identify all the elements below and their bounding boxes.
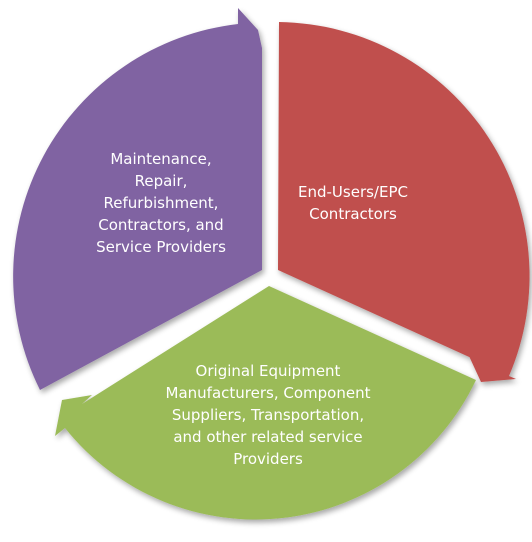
segment-label-maintenance: Maintenance, Repair, Refurbishment, Cont… (96, 150, 226, 256)
segment-label-end-users: End-Users/EPC Contractors (298, 183, 408, 223)
segment-end-users (278, 22, 530, 382)
segment-label-oem-suppliers: Original Equipment Manufacturers, Compon… (165, 362, 371, 468)
segment-oem-suppliers (55, 286, 476, 520)
segment-maintenance (13, 8, 262, 390)
